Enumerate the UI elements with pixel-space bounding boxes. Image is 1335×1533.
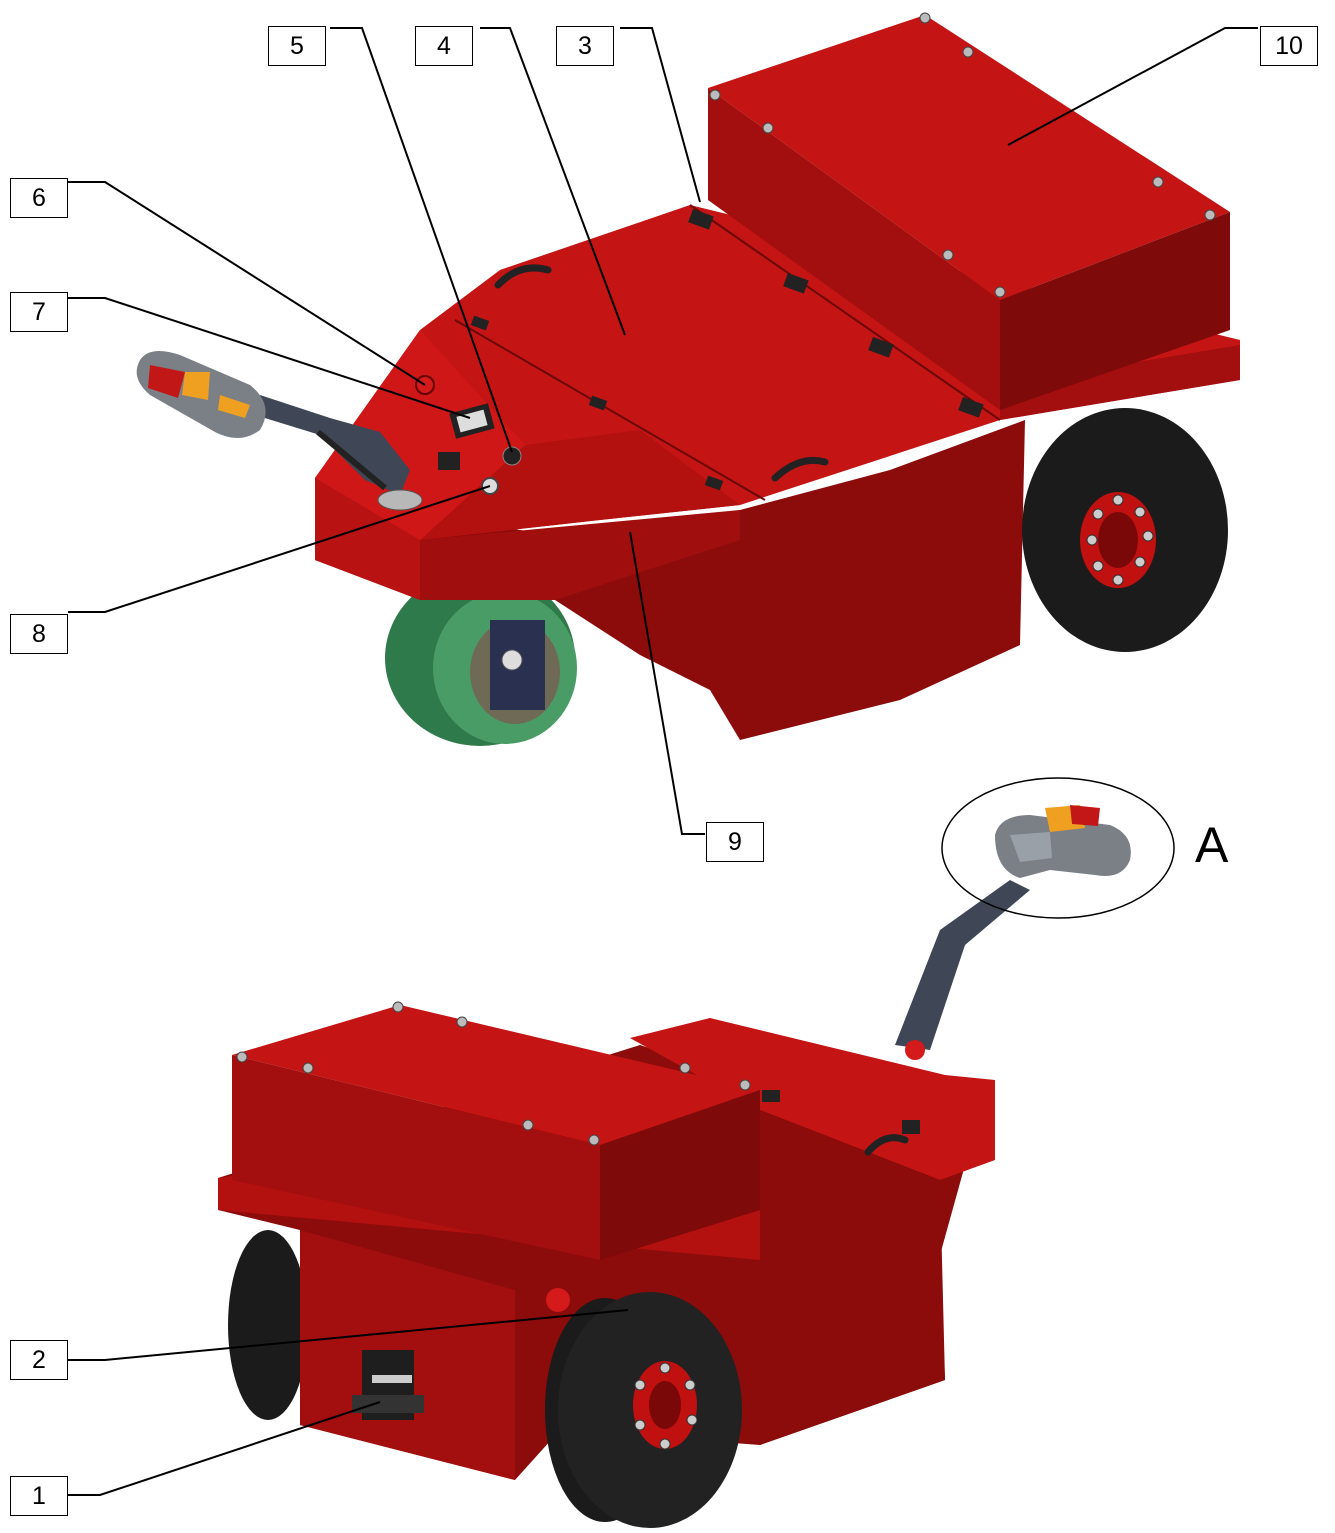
callout-9: 9 [706, 822, 764, 862]
latches [438, 209, 984, 491]
callout-4: 4 [415, 26, 473, 66]
rear-left-wheel [228, 1230, 308, 1420]
callout-7: 7 [10, 292, 68, 332]
deck-handles [494, 264, 829, 482]
leader-6 [68, 181, 426, 386]
tiller-handle-detail [995, 805, 1131, 878]
leader-2 [68, 1309, 629, 1361]
detail-label-a: A [1195, 817, 1229, 873]
callout-6: 6 [10, 178, 68, 218]
callout-5: 5 [268, 26, 326, 66]
rear-battery-box [232, 1001, 760, 1260]
battery-cover [708, 12, 1230, 410]
detail-circle-a [941, 777, 1175, 919]
drive-wheel [1022, 408, 1228, 652]
leader-10 [1007, 27, 1258, 146]
callout-2: 2 [10, 1340, 68, 1380]
rear-right-wheel [545, 1292, 742, 1528]
leader-5 [330, 27, 513, 453]
front-controls [415, 375, 522, 495]
leader-9 [629, 531, 705, 835]
callout-1: 1 [10, 1476, 68, 1516]
leader-1 [68, 1401, 381, 1496]
tiller [136, 351, 423, 511]
callout-10: 10 [1260, 26, 1318, 66]
leader-8 [68, 485, 491, 613]
tow-hitch [352, 1350, 424, 1420]
leader-4 [480, 27, 626, 336]
leader-7 [68, 297, 471, 419]
top-vehicle [136, 12, 1240, 746]
callout-8: 8 [10, 614, 68, 654]
leader-3 [620, 27, 701, 203]
callout-3: 3 [556, 26, 614, 66]
leader-lines [68, 27, 1258, 1496]
bottom-vehicle [218, 777, 1175, 1528]
caster-wheel [385, 570, 577, 746]
